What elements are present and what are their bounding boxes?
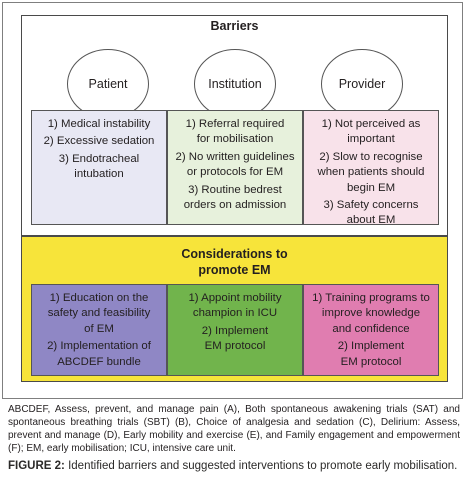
education-box: 1) Education on the safety and feasibili…: [31, 284, 167, 376]
patient-barrier-item: 3) Endotracheal intubation: [58, 152, 140, 181]
education-item: 2) Implementation of ABCDEF bundle: [47, 340, 151, 368]
considerations-title: Considerations to promote EM: [181, 247, 288, 277]
patient-barrier-item: 2) Excessive sedation: [43, 135, 155, 148]
caption-label: FIGURE 2:: [8, 460, 65, 472]
caption-text: Identified barriers and suggested interv…: [68, 460, 458, 472]
provider-barrier-item: 1) Not perceived as important: [321, 118, 421, 146]
mobility-champion-item: 1) Appoint mobility champion in ICU: [188, 292, 282, 320]
patient-label: Patient: [88, 77, 128, 91]
training-item: 1) Training programs to improve knowledg…: [312, 292, 430, 335]
footnote: ABCDEF, Assess, prevent, and manage pain…: [8, 404, 460, 454]
education-item: 1) Education on the safety and feasibili…: [47, 292, 151, 335]
mobility-champion-item: 2) Implement EM protocol: [201, 324, 269, 353]
provider-barrier-item: 2) Slow to recognise when patients shoul…: [317, 150, 425, 194]
patient-ellipse: Patient: [67, 49, 149, 119]
institution-barrier-item: 3) Routine bedrest orders on admission: [183, 183, 287, 212]
provider-barrier-item: 3) Safety concerns about EM: [323, 199, 419, 227]
institution-ellipse: Institution: [194, 49, 276, 119]
patient-barrier-item: 1) Medical instability: [47, 118, 151, 130]
barriers-panel: Barriers Patient Institution Provider 1)…: [21, 15, 448, 236]
training-box: 1) Training programs to improve knowledg…: [303, 284, 439, 376]
institution-barrier-item: 2) No written guidelines or protocols fo…: [175, 150, 295, 179]
provider-barriers-box: 1) Not perceived as important 2) Slow to…: [303, 110, 439, 226]
mobility-champion-box: 1) Appoint mobility champion in ICU 2) I…: [167, 284, 303, 376]
figure-frame: [2, 2, 463, 399]
institution-label: Institution: [208, 77, 262, 91]
considerations-panel: Considerations to promote EM 1) Educatio…: [21, 236, 448, 382]
provider-label: Provider: [338, 77, 386, 91]
patient-barriers-box: 1) Medical instability 2) Excessive seda…: [31, 110, 167, 225]
figure-caption: FIGURE 2: Identified barriers and sugges…: [8, 459, 460, 474]
institution-barrier-item: 1) Referral required for mobilisation: [185, 118, 285, 146]
barriers-title: Barriers: [210, 19, 259, 33]
institution-barriers-box: 1) Referral required for mobilisation 2)…: [167, 110, 303, 225]
provider-ellipse: Provider: [321, 49, 403, 119]
training-item: 2) Implement EM protocol: [337, 340, 405, 368]
